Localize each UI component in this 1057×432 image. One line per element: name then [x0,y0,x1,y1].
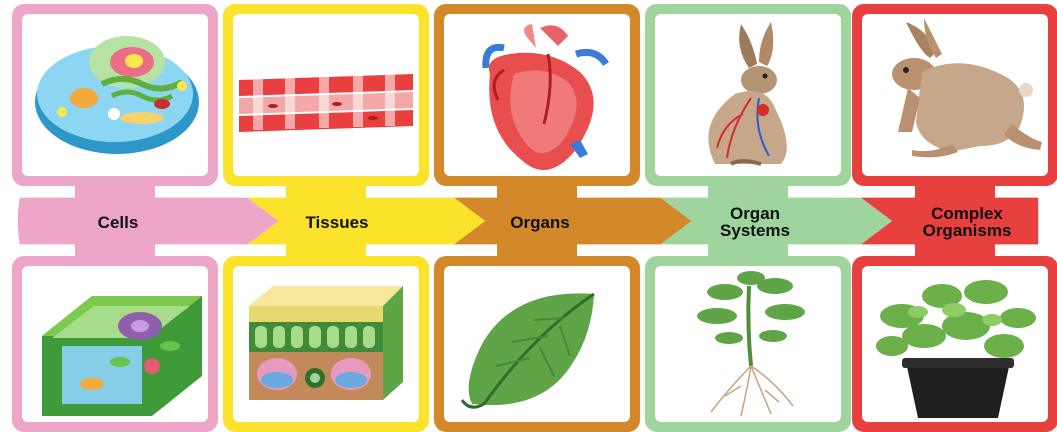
stage-label-cells: Cells [53,214,183,231]
label-line: Systems [690,222,820,239]
stage-card-bottom [434,256,640,432]
stage-label-tissues: Tissues [272,214,402,231]
animal-cell-icon [22,14,208,176]
label-line: Organs [510,213,570,232]
stage-label-organs: Organs [475,214,605,231]
hare-icon [862,14,1048,176]
leaf-tissue-icon [233,266,419,422]
muscle-tissue-icon [233,14,419,176]
plant-with-roots-icon [655,266,841,422]
label-line: Organ [690,205,820,222]
stage-label-complex-organisms: Complex Organisms [902,205,1032,239]
plant-cell-icon [22,266,208,422]
stage-label-organ-systems: Organ Systems [690,205,820,239]
stage-card-bottom [223,256,429,432]
stage-card-top [223,4,429,186]
stage-card-bottom [12,256,218,432]
heart-icon [444,14,630,176]
stage-card-top [852,4,1057,186]
label-line: Tissues [305,213,368,232]
stage-card-bottom [852,256,1057,432]
label-line: Organisms [902,222,1032,239]
hare-circulatory-system-icon [655,14,841,176]
stage-card-top [434,4,640,186]
stage-card-top [645,4,851,186]
potted-plant-icon [862,266,1048,422]
stage-card-top [12,4,218,186]
label-line: Cells [98,213,139,232]
label-line: Complex [902,205,1032,222]
leaf-icon [444,266,630,422]
stage-card-bottom [645,256,851,432]
